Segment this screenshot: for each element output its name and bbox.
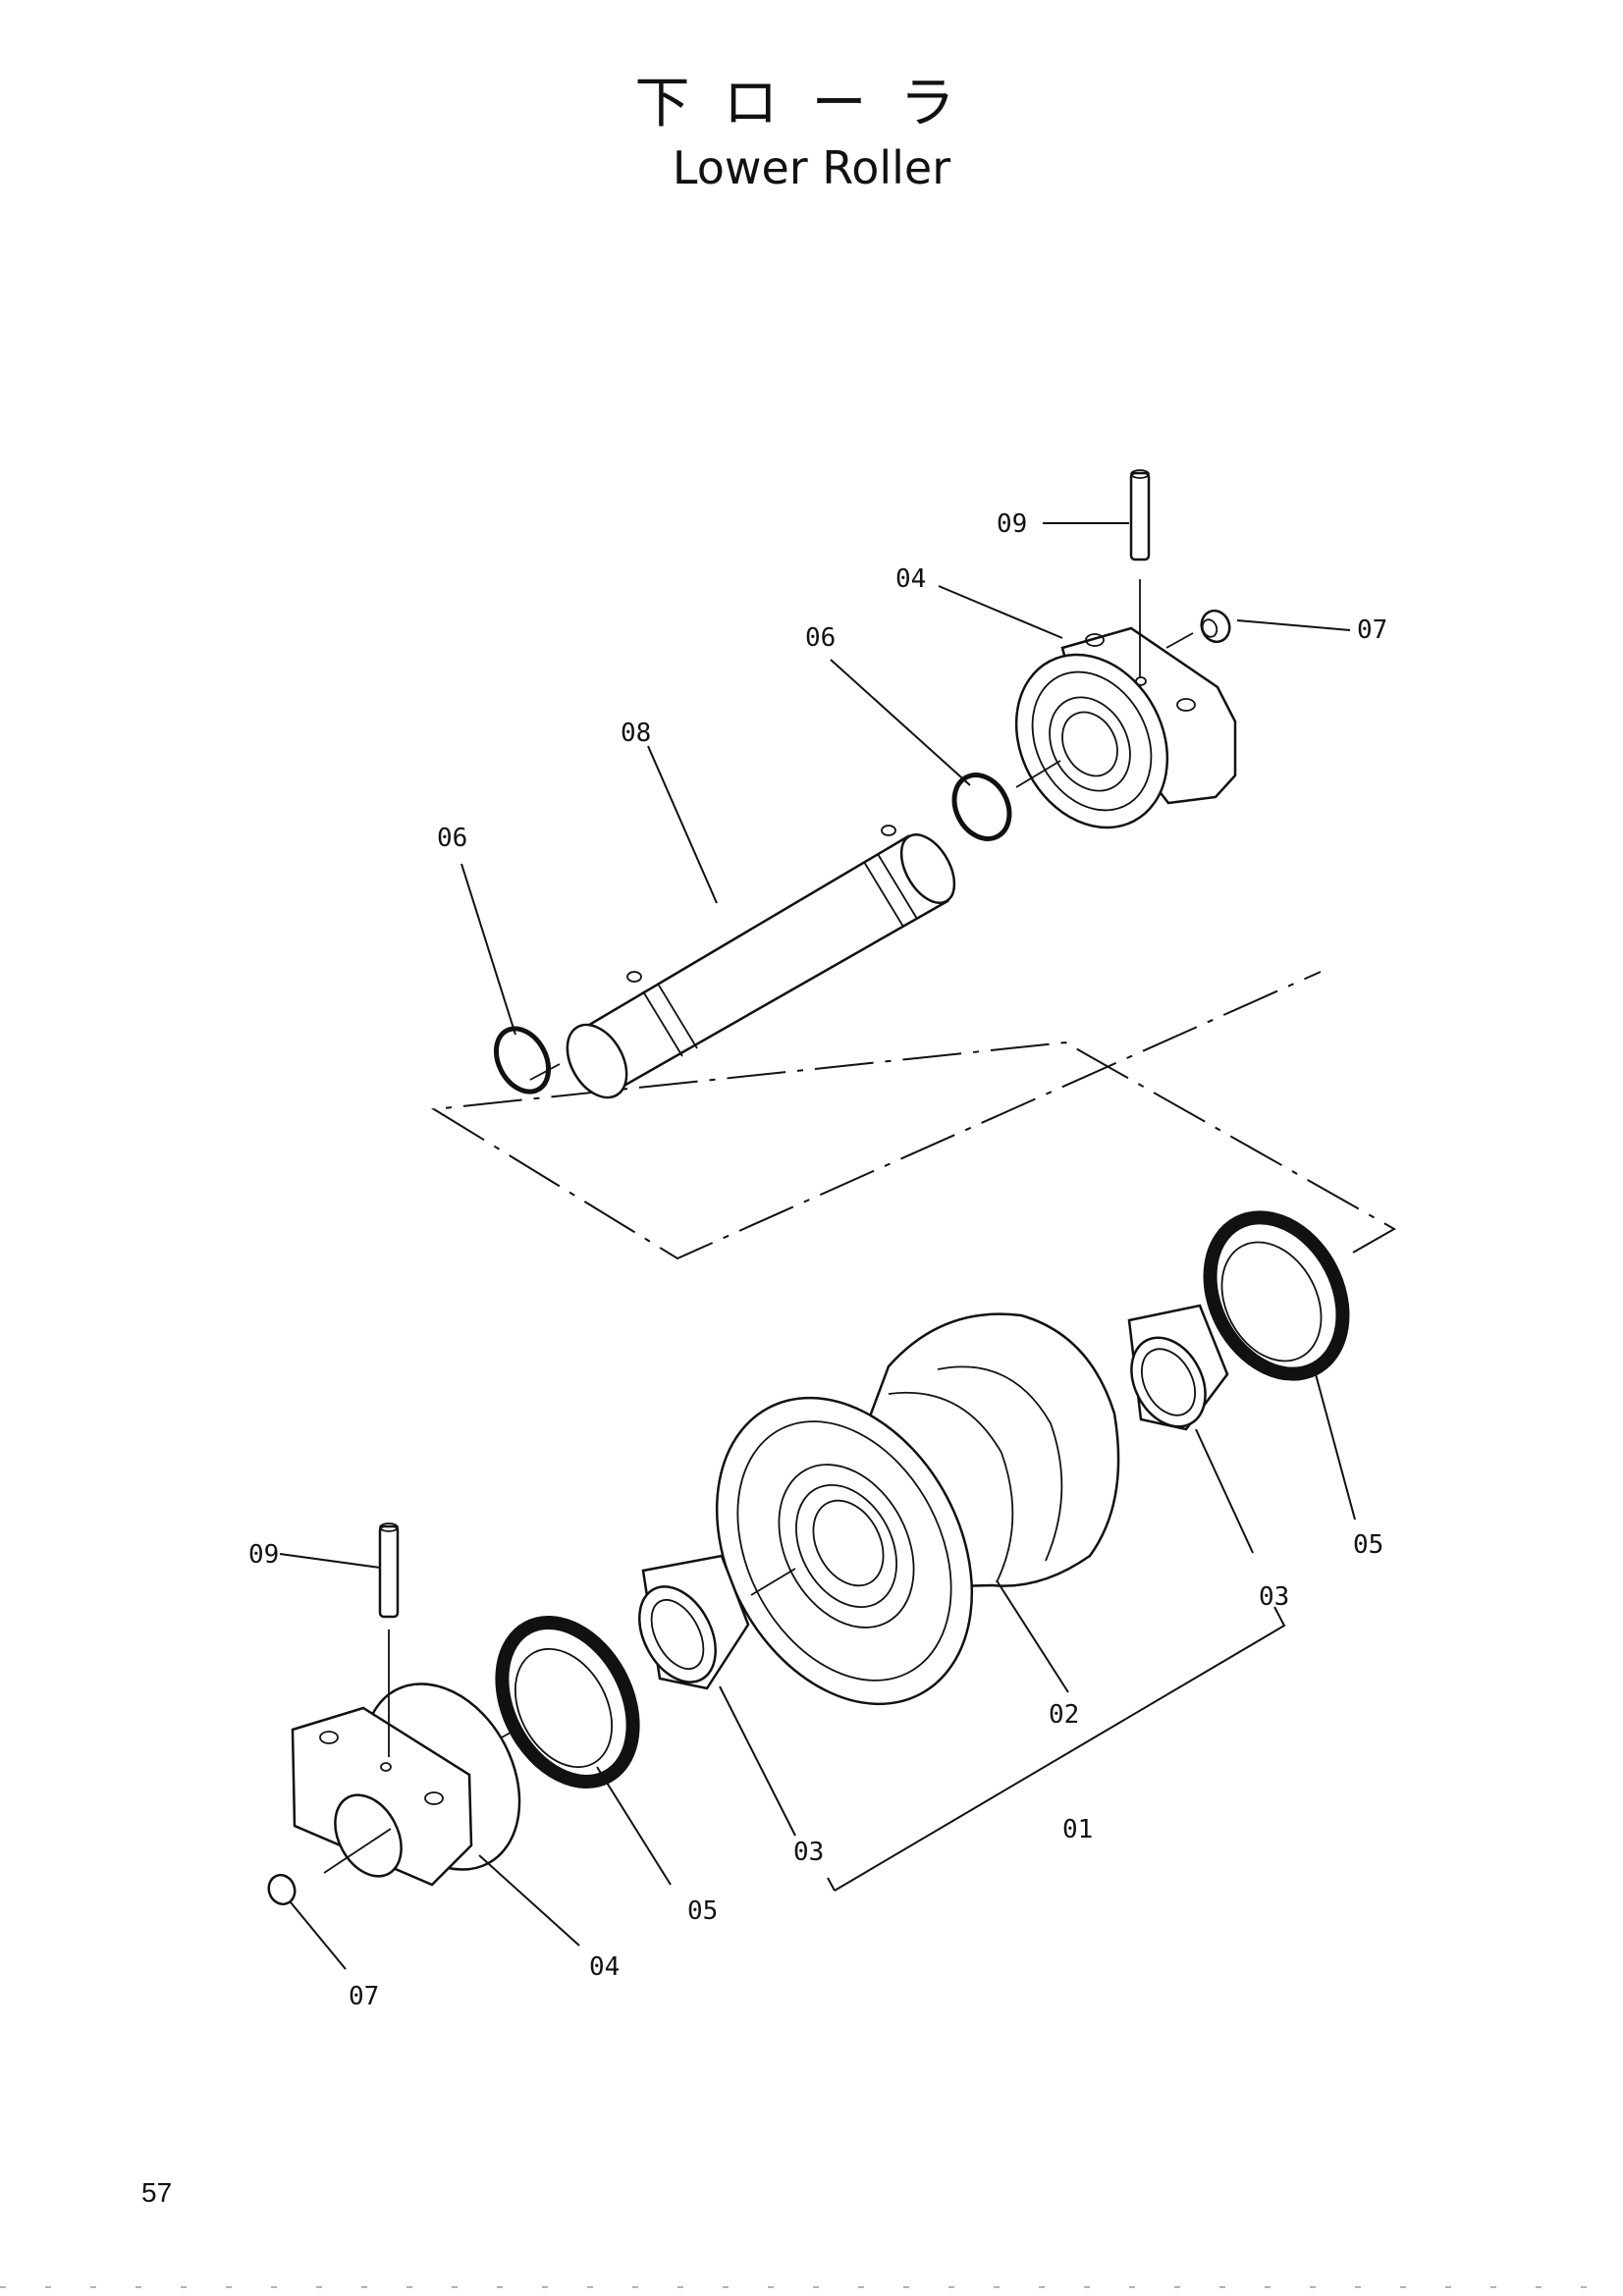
page-title-english: Lower Roller	[672, 141, 951, 194]
right-seal-part	[1203, 1210, 1350, 1381]
upper-bracket-part	[1014, 626, 1237, 829]
label-08: 08	[621, 719, 651, 748]
label-03-left: 03	[793, 1838, 824, 1867]
label-09-lower: 09	[248, 1540, 279, 1570]
page-number: 57	[141, 2177, 173, 2208]
label-06-upper: 06	[805, 623, 836, 653]
label-04-upper: 04	[895, 564, 926, 594]
label-06-left: 06	[437, 824, 467, 853]
label-02: 02	[1049, 1700, 1079, 1730]
leader-lines	[279, 522, 1356, 1970]
group-bracket-01	[834, 1606, 1286, 1892]
upper-pin-part	[1129, 469, 1151, 677]
label-07-upper: 07	[1357, 615, 1387, 645]
right-collar-part	[1127, 1304, 1229, 1431]
roller-body-part	[715, 1312, 1120, 1706]
group-bracket-01-end	[827, 1877, 836, 1892]
shaft-part	[529, 760, 1061, 1099]
upper-plug-part	[1165, 609, 1231, 649]
page-title-japanese: 下ローラ	[634, 72, 989, 135]
left-seal-part	[490, 1616, 640, 1789]
lower-plug-part	[267, 1873, 297, 1906]
assembly-outline	[430, 971, 1397, 1260]
label-03-right: 03	[1259, 1582, 1289, 1612]
label-05-left: 05	[687, 1896, 718, 1926]
label-05-right: 05	[1353, 1530, 1383, 1560]
left-o-ring-part	[493, 1026, 552, 1095]
label-01: 01	[1062, 1815, 1093, 1844]
label-04-lower: 04	[589, 1952, 620, 1982]
lower-pin-part	[378, 1522, 400, 1757]
left-collar-part	[638, 1554, 750, 1690]
label-07-lower: 07	[349, 1982, 379, 2011]
label-09-upper: 09	[997, 509, 1027, 539]
upper-o-ring-part	[951, 773, 1012, 841]
